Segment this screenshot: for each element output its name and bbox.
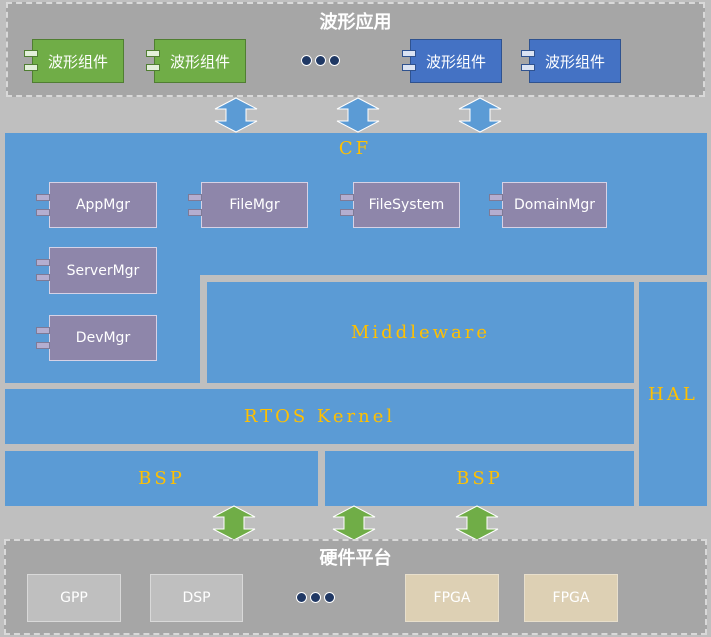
- waveform-component-4[interactable]: 波形组件: [529, 39, 621, 83]
- rtos-kernel-layer: RTOS Kernel: [5, 389, 634, 444]
- gpp-label: GPP: [60, 590, 88, 606]
- port-icon: [188, 194, 202, 201]
- waveform-component-4-label: 波形组件: [544, 52, 605, 71]
- filemgr-label: FileMgr: [229, 197, 280, 213]
- bsp-right-label: BSP: [456, 468, 503, 489]
- fpga-block-1[interactable]: FPGA: [405, 574, 499, 622]
- fpga-2-label: FPGA: [552, 590, 590, 606]
- port-icon: [340, 209, 354, 216]
- cf-title: CF: [338, 137, 372, 159]
- port-icon: [36, 342, 50, 349]
- double-arrow-icon: [212, 505, 256, 541]
- dsp-label: DSP: [182, 590, 211, 606]
- port-icon: [402, 50, 416, 57]
- double-arrow-icon: [336, 97, 380, 133]
- port-icon: [36, 194, 50, 201]
- port-icon: [36, 327, 50, 334]
- waveform-component-2[interactable]: 波形组件: [154, 39, 246, 83]
- bsp-layer-right: BSP: [325, 451, 634, 506]
- domainmgr-component[interactable]: DomainMgr: [502, 182, 607, 228]
- bsp-left-label: BSP: [138, 468, 185, 489]
- devmgr-component[interactable]: DevMgr: [49, 315, 157, 361]
- dsp-block[interactable]: DSP: [150, 574, 243, 622]
- appmgr-label: AppMgr: [75, 197, 131, 213]
- domainmgr-label: DomainMgr: [513, 197, 596, 213]
- double-arrow-icon: [455, 505, 499, 541]
- port-icon: [521, 64, 535, 71]
- port-icon: [24, 64, 38, 71]
- port-icon: [36, 209, 50, 216]
- hardware-platform-title: 硬件平台: [319, 548, 392, 569]
- double-arrow-icon: [214, 97, 258, 133]
- appmgr-component[interactable]: AppMgr: [49, 182, 157, 228]
- port-icon: [402, 64, 416, 71]
- waveform-component-1[interactable]: 波形组件: [32, 39, 124, 83]
- filemgr-component[interactable]: FileMgr: [201, 182, 308, 228]
- middleware-layer: Middleware: [207, 282, 634, 383]
- servermgr-label: ServerMgr: [66, 262, 140, 279]
- port-icon: [489, 194, 503, 201]
- port-icon: [340, 194, 354, 201]
- filesystem-label: FileSystem: [368, 197, 445, 213]
- fpga-block-2[interactable]: FPGA: [524, 574, 618, 622]
- ellipsis-icon: [296, 592, 335, 603]
- rtos-kernel-label: RTOS Kernel: [243, 406, 396, 427]
- devmgr-label: DevMgr: [75, 330, 131, 346]
- double-arrow-icon: [332, 505, 376, 541]
- ellipsis-icon: [301, 55, 340, 66]
- port-icon: [36, 274, 50, 281]
- port-icon: [188, 209, 202, 216]
- gpp-block[interactable]: GPP: [27, 574, 121, 622]
- waveform-app-title: 波形应用: [319, 12, 392, 33]
- filesystem-component[interactable]: FileSystem: [353, 182, 460, 228]
- double-arrow-icon: [458, 97, 502, 133]
- waveform-component-3-label: 波形组件: [425, 52, 486, 71]
- middleware-label: Middleware: [350, 322, 491, 343]
- hal-layer: HAL: [639, 282, 707, 506]
- servermgr-component[interactable]: ServerMgr: [49, 247, 157, 294]
- port-icon: [36, 259, 50, 266]
- waveform-component-3[interactable]: 波形组件: [410, 39, 502, 83]
- bsp-layer-left: BSP: [5, 451, 318, 506]
- hal-label: HAL: [648, 383, 698, 405]
- waveform-component-2-label: 波形组件: [169, 52, 230, 71]
- fpga-1-label: FPGA: [433, 590, 471, 606]
- port-icon: [489, 209, 503, 216]
- port-icon: [521, 50, 535, 57]
- port-icon: [146, 50, 160, 57]
- port-icon: [146, 64, 160, 71]
- waveform-component-1-label: 波形组件: [47, 52, 108, 71]
- port-icon: [24, 50, 38, 57]
